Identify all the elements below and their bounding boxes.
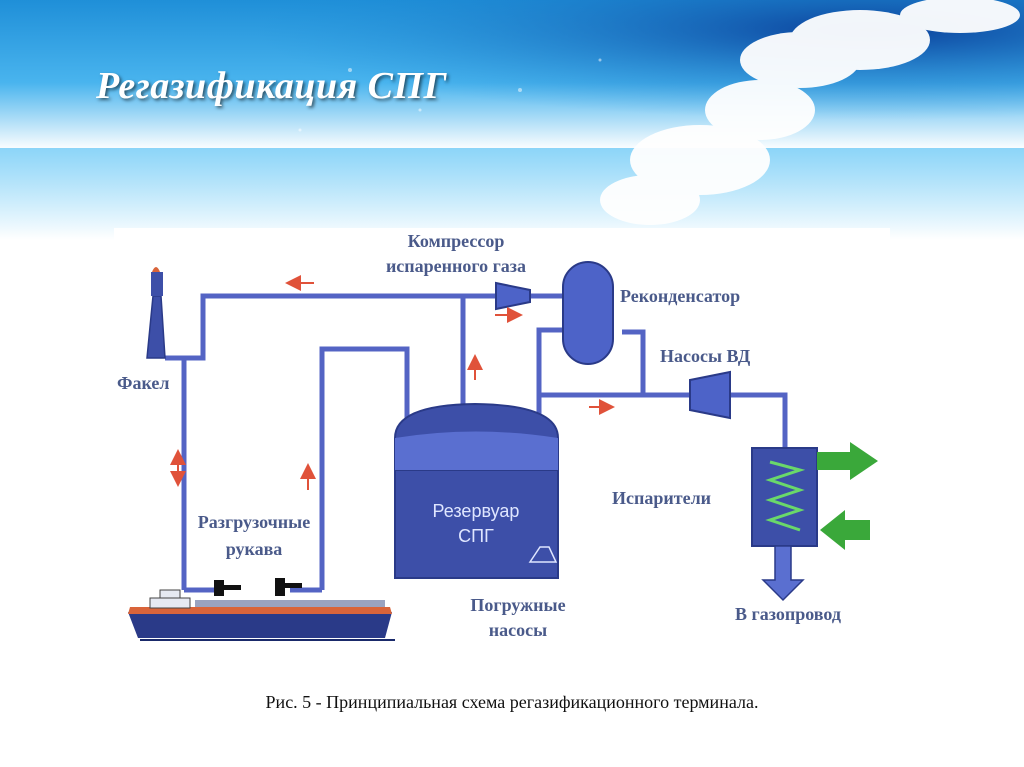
flare-label: Факел	[117, 373, 169, 393]
lng-carrier-ship	[128, 578, 395, 641]
tank-label: СПГ	[458, 526, 494, 546]
gas-to-pipeline-arrow-icon	[761, 545, 805, 602]
heat-out-arrow-icon	[817, 442, 878, 480]
submerged-pumps-label: насосы	[489, 620, 547, 640]
pipe-hp-pumps-to-vaporizers	[730, 392, 788, 448]
compressor-label: Компрессор	[408, 231, 505, 251]
flow-direction-arrows	[170, 275, 615, 490]
cloud-decoration	[600, 0, 1020, 225]
submerged-pumps-label: Погружные	[470, 595, 565, 615]
slide-title: Регазификация СПГ	[96, 65, 448, 107]
pipe-recondenser-to-hp-pumps	[622, 329, 690, 398]
compressor-icon	[495, 281, 531, 311]
recondenser-vessel	[562, 261, 614, 365]
hp-pumps-label: Насосы ВД	[660, 346, 751, 366]
heat-in-arrow-icon	[820, 510, 870, 550]
compressor-label: испаренного газа	[386, 256, 526, 276]
pipe-unloading-to-tank	[319, 346, 410, 590]
vaporizers-label: Испарители	[612, 488, 711, 508]
unloading-arm-icon	[214, 578, 302, 596]
recondenser-label: Реконденсатор	[620, 286, 740, 306]
flame-icon	[152, 267, 160, 272]
vaporizer-unit	[751, 447, 818, 547]
unloading-hoses-label: Разгрузочные	[198, 512, 310, 532]
flare-tip	[151, 272, 163, 296]
submerged-pump-icon	[528, 546, 558, 563]
to-pipeline-label: В газопровод	[735, 604, 841, 624]
figure-caption: Рис. 5 - Принципиальная схема регазифика…	[265, 692, 759, 712]
lng-tank	[394, 402, 559, 579]
sky-header-background	[0, 0, 1024, 240]
tank-label: Резервуар	[433, 501, 520, 521]
unloading-hoses-label: рукава	[226, 539, 283, 559]
hp-pump-icon	[689, 370, 731, 420]
